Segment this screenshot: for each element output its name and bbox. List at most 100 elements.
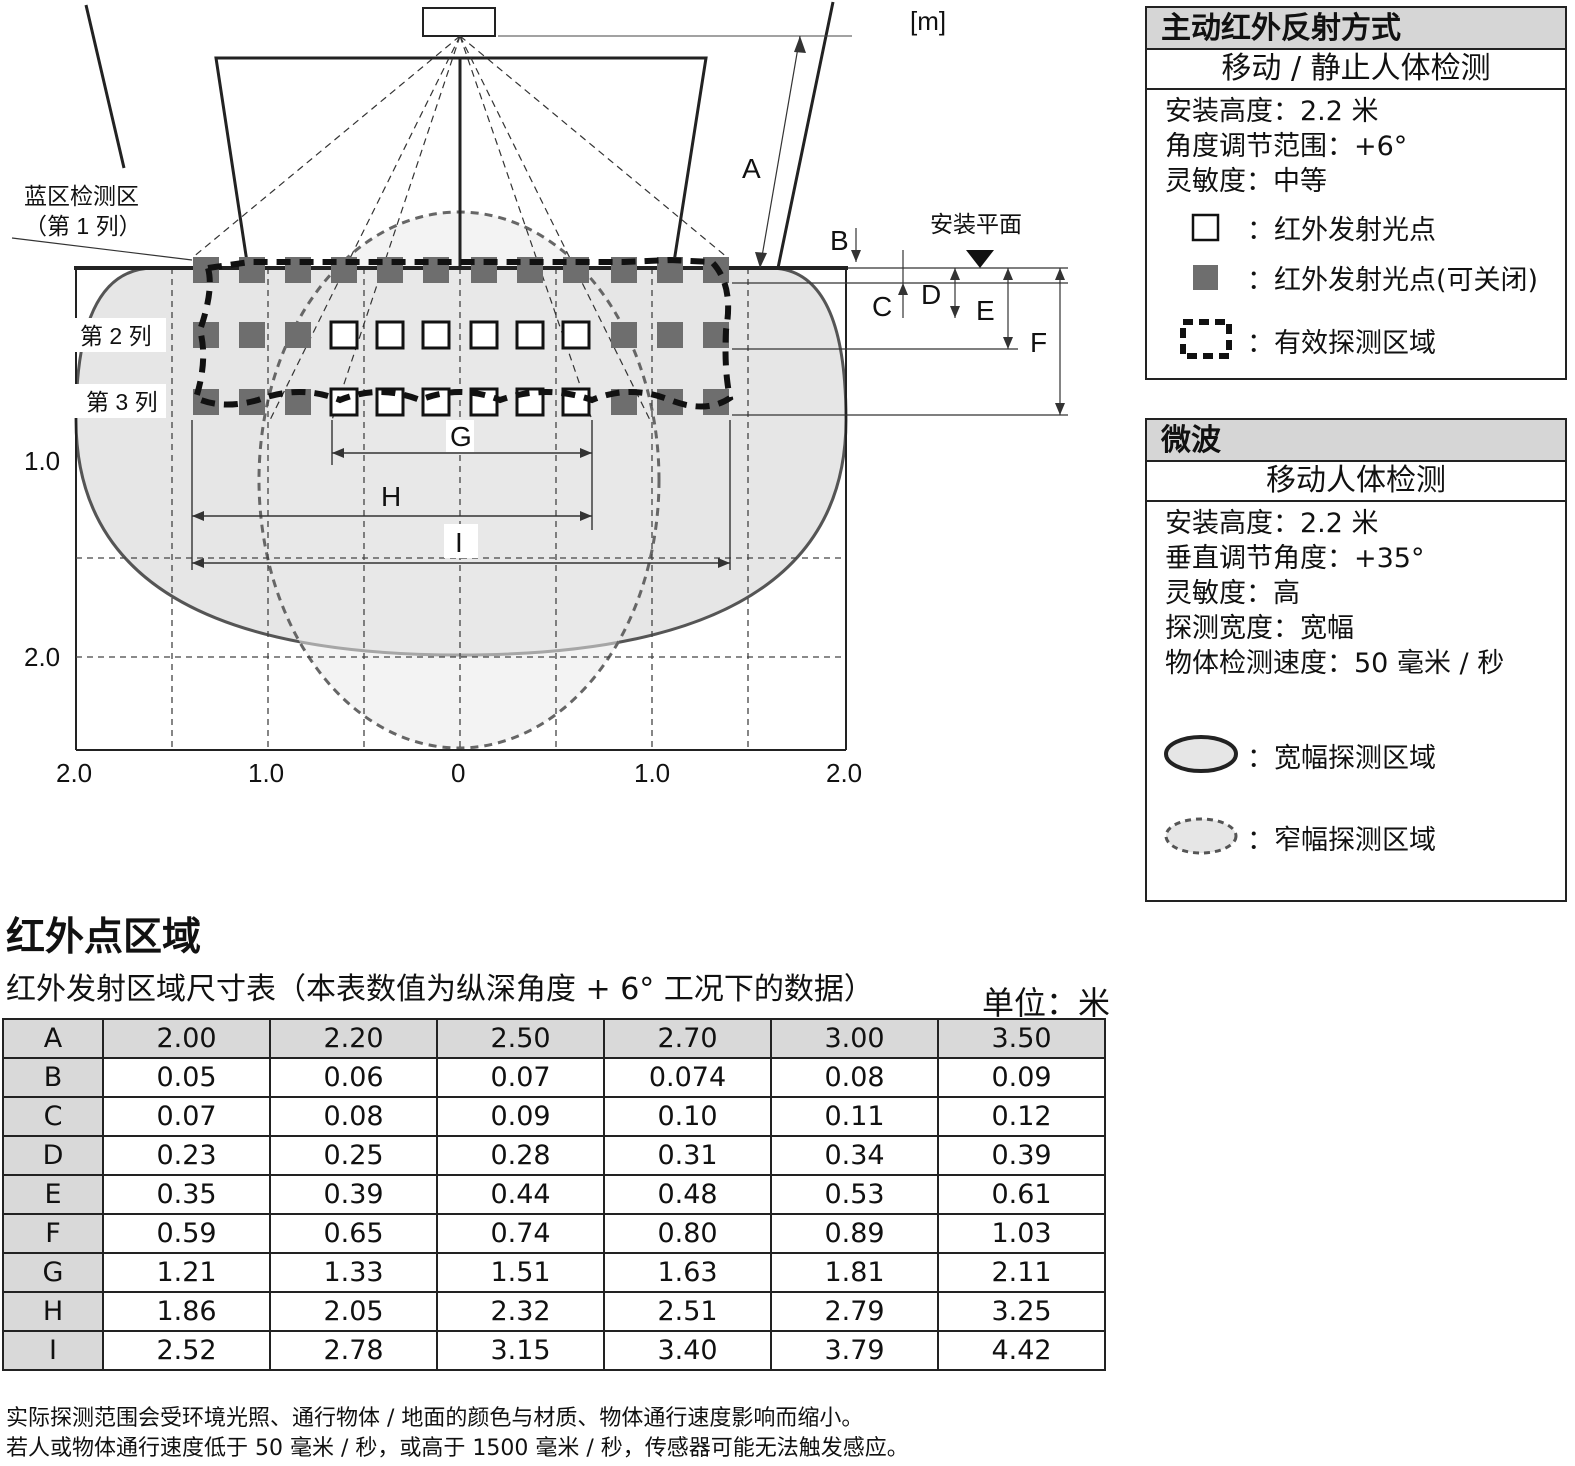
ir-spot-hollow bbox=[375, 320, 405, 350]
label-f: F bbox=[1030, 327, 1047, 358]
table-cell: 0.74 bbox=[436, 1213, 605, 1254]
label-c: C bbox=[872, 291, 892, 322]
ir-spot-hollow bbox=[329, 387, 359, 417]
legend-mw-symbol-row: ：窄幅探测区域 bbox=[1163, 814, 1436, 860]
ir-spot-hollow bbox=[561, 320, 591, 350]
table-cell: 0.10 bbox=[603, 1096, 772, 1137]
row-header: B bbox=[2, 1057, 104, 1098]
unit-label: 单位：米 bbox=[982, 984, 1111, 1022]
table-cell: 0.48 bbox=[603, 1174, 772, 1215]
table-cell: 1.81 bbox=[770, 1252, 939, 1293]
ir-spot-grey bbox=[285, 322, 311, 348]
table-cell: 2.50 bbox=[436, 1018, 605, 1059]
ir-spot-hollow bbox=[329, 320, 359, 350]
mount-plane-label: 安装平面 bbox=[930, 211, 1022, 237]
y-tick-1: 1.0 bbox=[24, 446, 60, 476]
table-cell: 1.51 bbox=[436, 1252, 605, 1293]
row-3-label: 第 3 列 bbox=[86, 389, 158, 415]
table-cell: 2.20 bbox=[269, 1018, 438, 1059]
blue-zone-row-label: （第 1 列） bbox=[24, 213, 142, 239]
legend-mw-line: 垂直调节角度：+35° bbox=[1165, 543, 1425, 574]
table-cell: 2.52 bbox=[102, 1330, 271, 1371]
hollow-square-icon bbox=[1191, 213, 1220, 241]
row-2-label: 第 2 列 bbox=[80, 323, 152, 349]
legend-ir-line: 角度调节范围：+6° bbox=[1165, 131, 1408, 162]
y-tick-2: 2.0 bbox=[24, 642, 60, 672]
table-cell: 3.40 bbox=[603, 1330, 772, 1371]
door-frame bbox=[84, 1, 835, 269]
row-header: H bbox=[2, 1291, 104, 1332]
ir-spot-grey bbox=[193, 322, 219, 348]
table-cell: 0.25 bbox=[269, 1135, 438, 1176]
legend-ir: 主动红外反射方式 移动 / 静止人体检测 安装高度：2.2 米 角度调节范围：+… bbox=[1145, 6, 1567, 380]
legend-ir-title: 主动红外反射方式 bbox=[1147, 8, 1565, 50]
legend-ir-symbol-row: ：红外发射光点(可关闭) bbox=[1191, 258, 1538, 297]
table-cell: 0.65 bbox=[269, 1213, 438, 1254]
note-line: 实际探测范围会受环境光照、通行物体 / 地面的颜色与材质、物体通行速度影响而缩小… bbox=[6, 1406, 864, 1431]
narrow-detection-zone bbox=[257, 210, 661, 750]
table-cell: 0.074 bbox=[603, 1057, 772, 1098]
table-cell: 2.32 bbox=[436, 1291, 605, 1332]
x-tick-left-1: 1.0 bbox=[248, 758, 284, 788]
table-cell: 0.23 bbox=[102, 1135, 271, 1176]
ir-spot-grey bbox=[239, 322, 265, 348]
table-cell: 3.25 bbox=[937, 1291, 1106, 1332]
table-cell: 0.08 bbox=[770, 1057, 939, 1098]
ir-spot-hollow bbox=[421, 387, 451, 417]
table-cell: 3.50 bbox=[937, 1018, 1106, 1059]
legend-mw-line: 物体检测速度：50 毫米 / 秒 bbox=[1165, 648, 1505, 679]
table-cell: 2.79 bbox=[770, 1291, 939, 1332]
row-header: D bbox=[2, 1135, 104, 1176]
ir-spot-grey bbox=[611, 322, 637, 348]
beam-lines bbox=[191, 35, 729, 421]
legend-mw: 微波 移动人体检测 安装高度：2.2 米 垂直调节角度：+35° 灵敏度：高 探… bbox=[1145, 418, 1567, 902]
ir-spot-hollow bbox=[515, 320, 545, 350]
unit-mark: [m] bbox=[910, 6, 946, 36]
legend-ir-subtitle: 移动 / 静止人体检测 bbox=[1147, 50, 1565, 90]
table-cell: 2.00 bbox=[102, 1018, 271, 1059]
table-cell: 0.89 bbox=[770, 1213, 939, 1254]
x-tick-right-1: 1.0 bbox=[634, 758, 670, 788]
row-header: F bbox=[2, 1213, 104, 1254]
table-cell: 2.70 bbox=[603, 1018, 772, 1059]
legend-mw-symbol-row: ：宽幅探测区域 bbox=[1163, 732, 1436, 778]
table-cell: 0.09 bbox=[436, 1096, 605, 1137]
x-tick-left-2: 2.0 bbox=[56, 758, 92, 788]
section-title: 红外点区域 bbox=[6, 915, 202, 960]
row-header: G bbox=[2, 1252, 104, 1293]
table-cell: 1.86 bbox=[102, 1291, 271, 1332]
dimension-arrowheads bbox=[755, 36, 1065, 415]
note-line: 若人或物体通行速度低于 50 毫米 / 秒，或高于 1500 毫米 / 秒，传感… bbox=[6, 1436, 909, 1461]
table-cell: 1.21 bbox=[102, 1252, 271, 1293]
table-cell: 0.07 bbox=[102, 1096, 271, 1137]
legend-ir-line: 灵敏度：中等 bbox=[1165, 166, 1327, 197]
label-d: D bbox=[921, 279, 941, 310]
table-cell: 0.08 bbox=[269, 1096, 438, 1137]
table-cell: 3.15 bbox=[436, 1330, 605, 1371]
legend-mw-title: 微波 bbox=[1147, 420, 1565, 462]
table-cell: 0.44 bbox=[436, 1174, 605, 1215]
legend-mw-line: 灵敏度：高 bbox=[1165, 578, 1300, 609]
table-cell: 0.28 bbox=[436, 1135, 605, 1176]
narrow-zone-icon bbox=[1164, 817, 1238, 855]
table-cell: 0.80 bbox=[603, 1213, 772, 1254]
table-cell: 0.34 bbox=[770, 1135, 939, 1176]
table-cell: 2.51 bbox=[603, 1291, 772, 1332]
table-cell: 0.61 bbox=[937, 1174, 1106, 1215]
grid bbox=[76, 268, 846, 750]
legend-ir-line: 安装高度：2.2 米 bbox=[1165, 96, 1379, 127]
row-header: C bbox=[2, 1096, 104, 1137]
row-header: A bbox=[2, 1018, 104, 1059]
table-cell: 0.06 bbox=[269, 1057, 438, 1098]
legend-ir-symbol-row: ：红外发射光点 bbox=[1191, 208, 1436, 247]
table-cell: 0.05 bbox=[102, 1057, 271, 1098]
